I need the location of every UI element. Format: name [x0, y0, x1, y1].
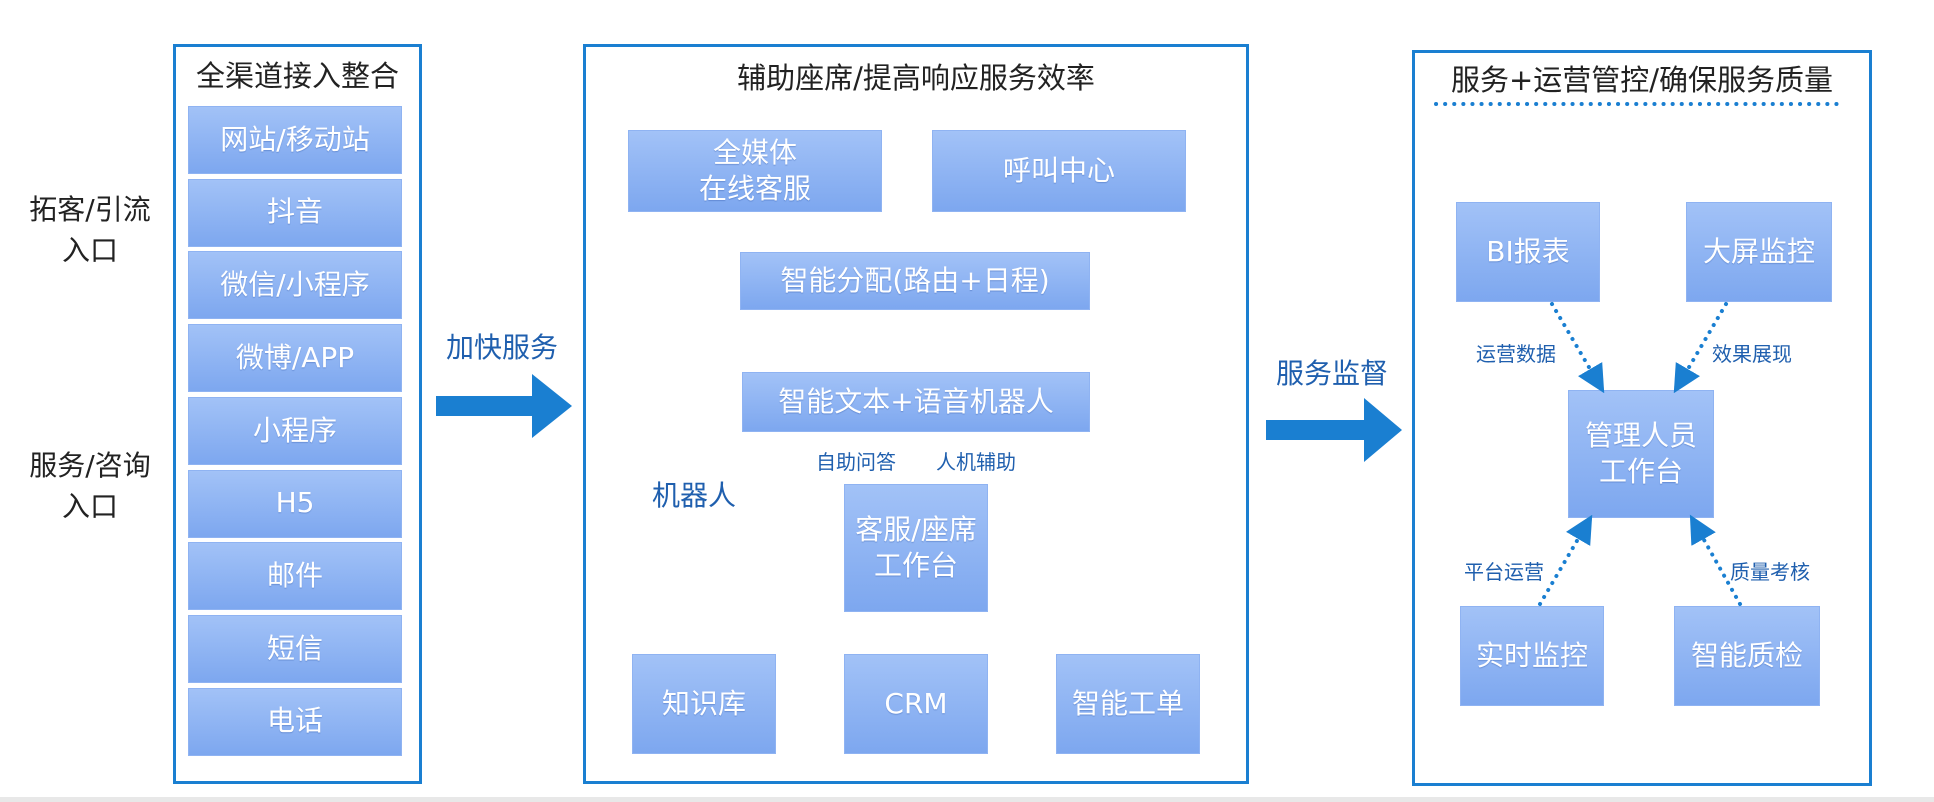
effect-display-label: 效果展现 — [1712, 342, 1792, 366]
human-assist-label: 人机辅助 — [936, 450, 1016, 474]
effect-display-connector — [1673, 302, 1728, 394]
crm-box: CRM — [844, 654, 988, 754]
bottom-divider — [0, 797, 1934, 802]
quality-assess-label: 质量考核 — [1730, 560, 1810, 584]
panel-title-ops-control: 服务+运营管控/确保服务质量 — [1450, 63, 1834, 97]
knowledge-base-box: 知识库 — [632, 654, 776, 754]
channel-item: H5 — [188, 469, 402, 538]
panel-title-channels: 全渠道接入整合 — [195, 59, 399, 93]
agent-workbench-box: 客服/座席 工作台 — [844, 484, 988, 612]
ops-data-label: 运营数据 — [1476, 342, 1556, 366]
speed-up-service-label: 加快服务 — [446, 331, 559, 364]
channel-item: 邮件 — [188, 542, 402, 611]
service-entry-label: 服务/咨询 入口 — [29, 449, 151, 523]
platform-ops-connector — [1538, 514, 1593, 606]
robot-label: 机器人 — [652, 479, 737, 512]
manager-workbench-box: 管理人员 工作台 — [1568, 390, 1714, 518]
right-arrow-icon — [436, 374, 572, 438]
quality-assess-connector — [1689, 514, 1742, 606]
realtime-monitor-box: 实时监控 — [1460, 606, 1604, 706]
right-arrow-icon — [1266, 398, 1402, 462]
acquire-entry-label: 拓客/引流 入口 — [29, 193, 151, 267]
channel-item: 网站/移动站 — [188, 106, 402, 174]
channel-item: 短信 — [188, 614, 402, 683]
smart-routing-box: 智能分配(路由+日程) — [740, 252, 1090, 310]
self-qa-label: 自助问答 — [816, 450, 896, 474]
channel-item: 电话 — [188, 687, 402, 756]
channel-item: 微博/APP — [188, 324, 402, 393]
bi-report-box: BI报表 — [1456, 202, 1600, 302]
omni-media-online-service-box: 全媒体 在线客服 — [628, 130, 882, 212]
big-screen-monitor-box: 大屏监控 — [1686, 202, 1832, 302]
call-center-box: 呼叫中心 — [932, 130, 1186, 212]
smart-qc-box: 智能质检 — [1674, 606, 1820, 706]
robot-box: 智能文本+语音机器人 — [742, 372, 1090, 432]
ops-data-connector — [1550, 302, 1605, 394]
platform-ops-label: 平台运营 — [1464, 560, 1544, 584]
panel-title-agent-assist: 辅助座席/提高响应服务效率 — [737, 61, 1095, 95]
channel-item: 小程序 — [188, 396, 402, 465]
smart-ticket-box: 智能工单 — [1056, 654, 1200, 754]
service-supervision-label: 服务监督 — [1276, 357, 1389, 390]
channel-item: 微信/小程序 — [188, 251, 402, 320]
channel-item: 抖音 — [188, 178, 402, 247]
